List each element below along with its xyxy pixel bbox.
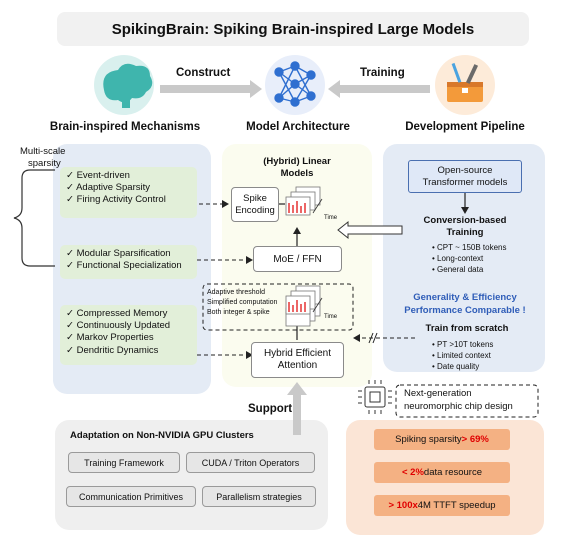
construct-arrow — [160, 80, 262, 98]
result-ttft-speedup: > 100x 4M TTFT speedup — [374, 495, 510, 516]
toolbox-icon — [435, 55, 495, 115]
support-item-parallelism: Parallelism strategies — [202, 486, 316, 507]
conversion-list: • CPT ~ 150B tokens • Long-context • Gen… — [432, 243, 507, 274]
construct-label: Construct — [176, 67, 231, 79]
support-item-cuda-triton: CUDA / Triton Operators — [186, 452, 315, 473]
conversion-arrow — [337, 220, 403, 240]
scratch-list: • PT >10T tokens • Limited context • Dat… — [432, 340, 494, 371]
chip-icon — [358, 380, 392, 414]
page-title: SpikingBrain: Spiking Brain-inspired Lar… — [57, 12, 529, 46]
support-item-communication: Communication Primitives — [66, 486, 196, 507]
generality-note: Generality & Efficiency Performance Comp… — [404, 292, 526, 316]
model-architecture-caption: Model Architecture — [246, 121, 350, 133]
hybrid-attention-box: Hybrid Efficient Attention — [251, 342, 344, 378]
spike-raster-icon-top — [285, 186, 323, 216]
conversion-training-title: Conversion-based Training — [423, 215, 507, 238]
chip-design-text: Next-generation neuromorphic chip design — [404, 388, 513, 412]
mechanism-group-modular: ✓ Modular Sparsification ✓ Functional Sp… — [60, 245, 197, 279]
attention-notes: Adaptive threshold Simplified computatio… — [207, 289, 278, 316]
chip-box — [395, 384, 539, 418]
right-panel — [383, 144, 545, 372]
spike-encoding-box: Spike Encoding — [231, 187, 279, 222]
brain-mechanisms-caption: Brain-inspired Mechanisms — [49, 121, 201, 133]
brain-icon — [94, 55, 154, 115]
spike-raster-icon-mid — [285, 285, 323, 315]
support-item-training-framework: Training Framework — [68, 452, 180, 473]
multiscale-label: Multi-scale sparsity — [20, 146, 66, 169]
moe-ffn-box: MoE / FFN — [253, 246, 342, 272]
neural-network-icon — [265, 55, 325, 115]
time-label-bottom: Time — [324, 314, 338, 320]
train-from-scratch-title: Train from scratch — [425, 323, 509, 334]
result-data-resource: < 2% data resource — [374, 462, 510, 483]
curly-brace — [13, 169, 31, 267]
support-label: Support — [248, 403, 293, 415]
support-arrow — [287, 382, 307, 435]
training-arrow — [328, 80, 430, 98]
open-source-box: Open-source Transformer models — [408, 160, 522, 193]
notes-box — [202, 283, 354, 331]
result-spiking-sparsity: Spiking sparsity > 69% — [374, 429, 510, 450]
time-label-top: Time — [324, 215, 338, 221]
mechanism-group-event: ✓ Event-driven ✓ Adaptive Sparsity ✓ Fir… — [60, 167, 197, 218]
mechanism-group-memory: ✓ Compressed Memory ✓ Continuously Updat… — [60, 305, 197, 365]
support-title: Adaptation on Non-NVIDIA GPU Clusters — [70, 430, 254, 441]
linear-models-title: (Hybrid) Linear Models — [263, 156, 331, 179]
training-label: Training — [360, 67, 405, 79]
development-pipeline-caption: Development Pipeline — [405, 121, 525, 133]
